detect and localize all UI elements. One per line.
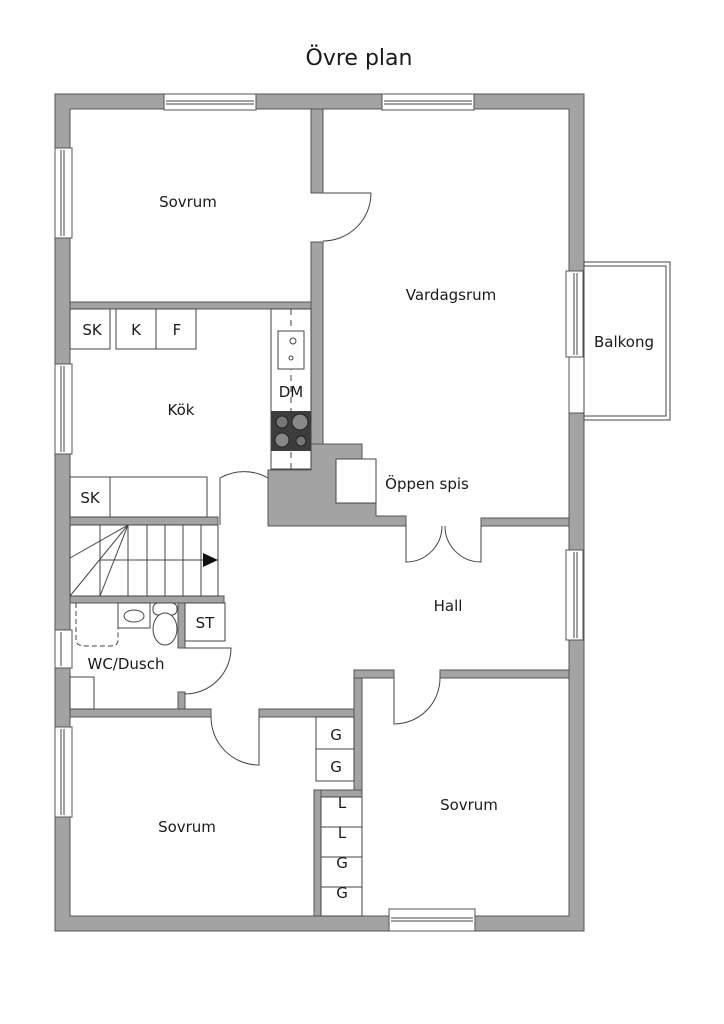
fixture-k: K bbox=[131, 321, 142, 339]
doors bbox=[184, 192, 482, 766]
closet-g: G bbox=[330, 726, 342, 744]
closets bbox=[315, 716, 363, 917]
fireplace-box bbox=[335, 458, 377, 504]
room-label-balcony: Balkong bbox=[594, 333, 654, 351]
fixture-st: ST bbox=[196, 614, 216, 632]
room-label-living: Vardagsrum bbox=[406, 286, 497, 304]
fixture-f: F bbox=[173, 321, 182, 339]
closet-l: L bbox=[338, 794, 347, 812]
room-label-wc: WC/Dusch bbox=[88, 655, 165, 673]
room-label-fireplace: Öppen spis bbox=[385, 474, 469, 493]
room-label-hall: Hall bbox=[434, 597, 463, 615]
balcony bbox=[568, 261, 671, 421]
closet-g: G bbox=[330, 758, 342, 776]
closet-l: L bbox=[338, 824, 347, 842]
arrow-icon bbox=[203, 553, 218, 567]
staircase-icon bbox=[69, 524, 219, 597]
room-labels: Sovrum Vardagsrum Balkong Kök Öppen spis… bbox=[80, 193, 654, 902]
fixture-dm: DM bbox=[279, 383, 304, 401]
fixture-sk: SK bbox=[82, 321, 103, 339]
fixture-sk-bottom: SK bbox=[80, 489, 101, 507]
kitchen-fixtures bbox=[69, 308, 312, 518]
room-label-bedroom-nw: Sovrum bbox=[159, 193, 217, 211]
closet-g: G bbox=[336, 884, 348, 902]
floor-title: Övre plan bbox=[305, 46, 413, 71]
room-label-bedroom-se: Sovrum bbox=[440, 796, 498, 814]
room-label-bedroom-sw: Sovrum bbox=[158, 818, 216, 836]
bathroom-fixtures bbox=[69, 602, 226, 710]
windows bbox=[54, 93, 584, 932]
room-label-kitchen: Kök bbox=[168, 401, 195, 419]
closet-g: G bbox=[336, 854, 348, 872]
